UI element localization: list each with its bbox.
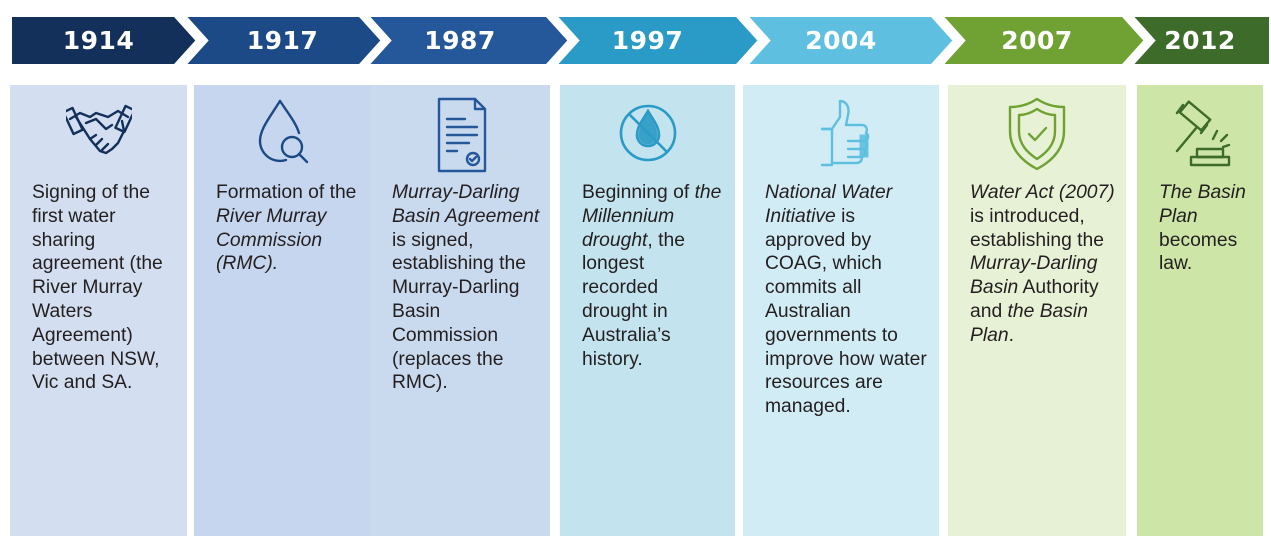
year-label: 1997: [611, 26, 684, 55]
description-segment: , the longest recorded drought in Austra…: [582, 229, 685, 370]
description-segment: the Basin Plan: [970, 300, 1088, 346]
description-segment: Authority and: [970, 277, 1099, 322]
event-description: Signing of the first water sharing agree…: [32, 181, 177, 395]
event-description: Formation of the River Murray Commission…: [216, 181, 361, 276]
event-description: The Basin Plan becomes law.: [1159, 181, 1253, 276]
handshake-icon: [65, 104, 132, 155]
year-label: 2007: [1001, 26, 1073, 55]
event-description: National Water Initiative is approved by…: [765, 181, 929, 419]
timeline-column-1914: [10, 85, 187, 536]
timeline-column-2004: [743, 85, 939, 536]
description-segment: River Murray Commission (RMC).: [216, 205, 327, 275]
year-chevron-1997: [554, 15, 760, 66]
timeline-column-1987: [370, 85, 550, 536]
year-chevron-1914: [10, 15, 198, 66]
description-segment: is signed, establishing the Murray-Darli…: [392, 229, 526, 394]
event-description: Beginning of the Millennium drought, the…: [582, 181, 725, 371]
description-segment: Murray-Darling Basin: [970, 253, 1098, 299]
gavel-icon: [1175, 100, 1231, 167]
signed-document-icon: [437, 97, 487, 173]
water-drop-magnifier-icon: [258, 99, 308, 164]
description-segment: Formation of the: [216, 182, 357, 203]
no-water-icon: [619, 104, 676, 162]
timeline-column-2012: [1137, 85, 1263, 536]
description-segment: the Millennium drought: [582, 182, 722, 251]
description-segment: .: [1008, 324, 1014, 346]
description-segment: The Basin Plan: [1159, 182, 1246, 227]
description-segment: is introduced, establishing the: [970, 205, 1104, 251]
description-segment: Signing of the first water sharing agree…: [32, 182, 163, 394]
year-chevron-1917: [183, 15, 383, 66]
thumbs-up-icon: [820, 99, 870, 167]
year-label: 2012: [1164, 26, 1236, 55]
description-segment: is approved by COAG, which commits all A…: [765, 205, 927, 418]
description-segment: National Water Initiative: [765, 182, 893, 227]
year-chevron-2007: [940, 15, 1146, 66]
year-label: 2004: [805, 26, 877, 55]
description-segment: Beginning of: [582, 182, 695, 203]
year-label: 1987: [424, 26, 496, 55]
description-segment: Water Act (2007): [970, 182, 1115, 203]
description-segment: Murray-Darling Basin Agreement: [392, 182, 540, 227]
year-label: 1917: [246, 26, 319, 55]
year-chevron-1987: [366, 15, 570, 66]
year-chevron-2012: [1130, 15, 1271, 66]
shield-check-icon: [1008, 97, 1066, 171]
event-description: Murray-Darling Basin Agreement is signed…: [392, 181, 540, 395]
year-chevron-2004: [745, 15, 955, 66]
event-description: Water Act (2007) is introduced, establis…: [970, 181, 1116, 348]
year-label: 1914: [62, 26, 135, 55]
description-segment: becomes law.: [1159, 229, 1238, 275]
